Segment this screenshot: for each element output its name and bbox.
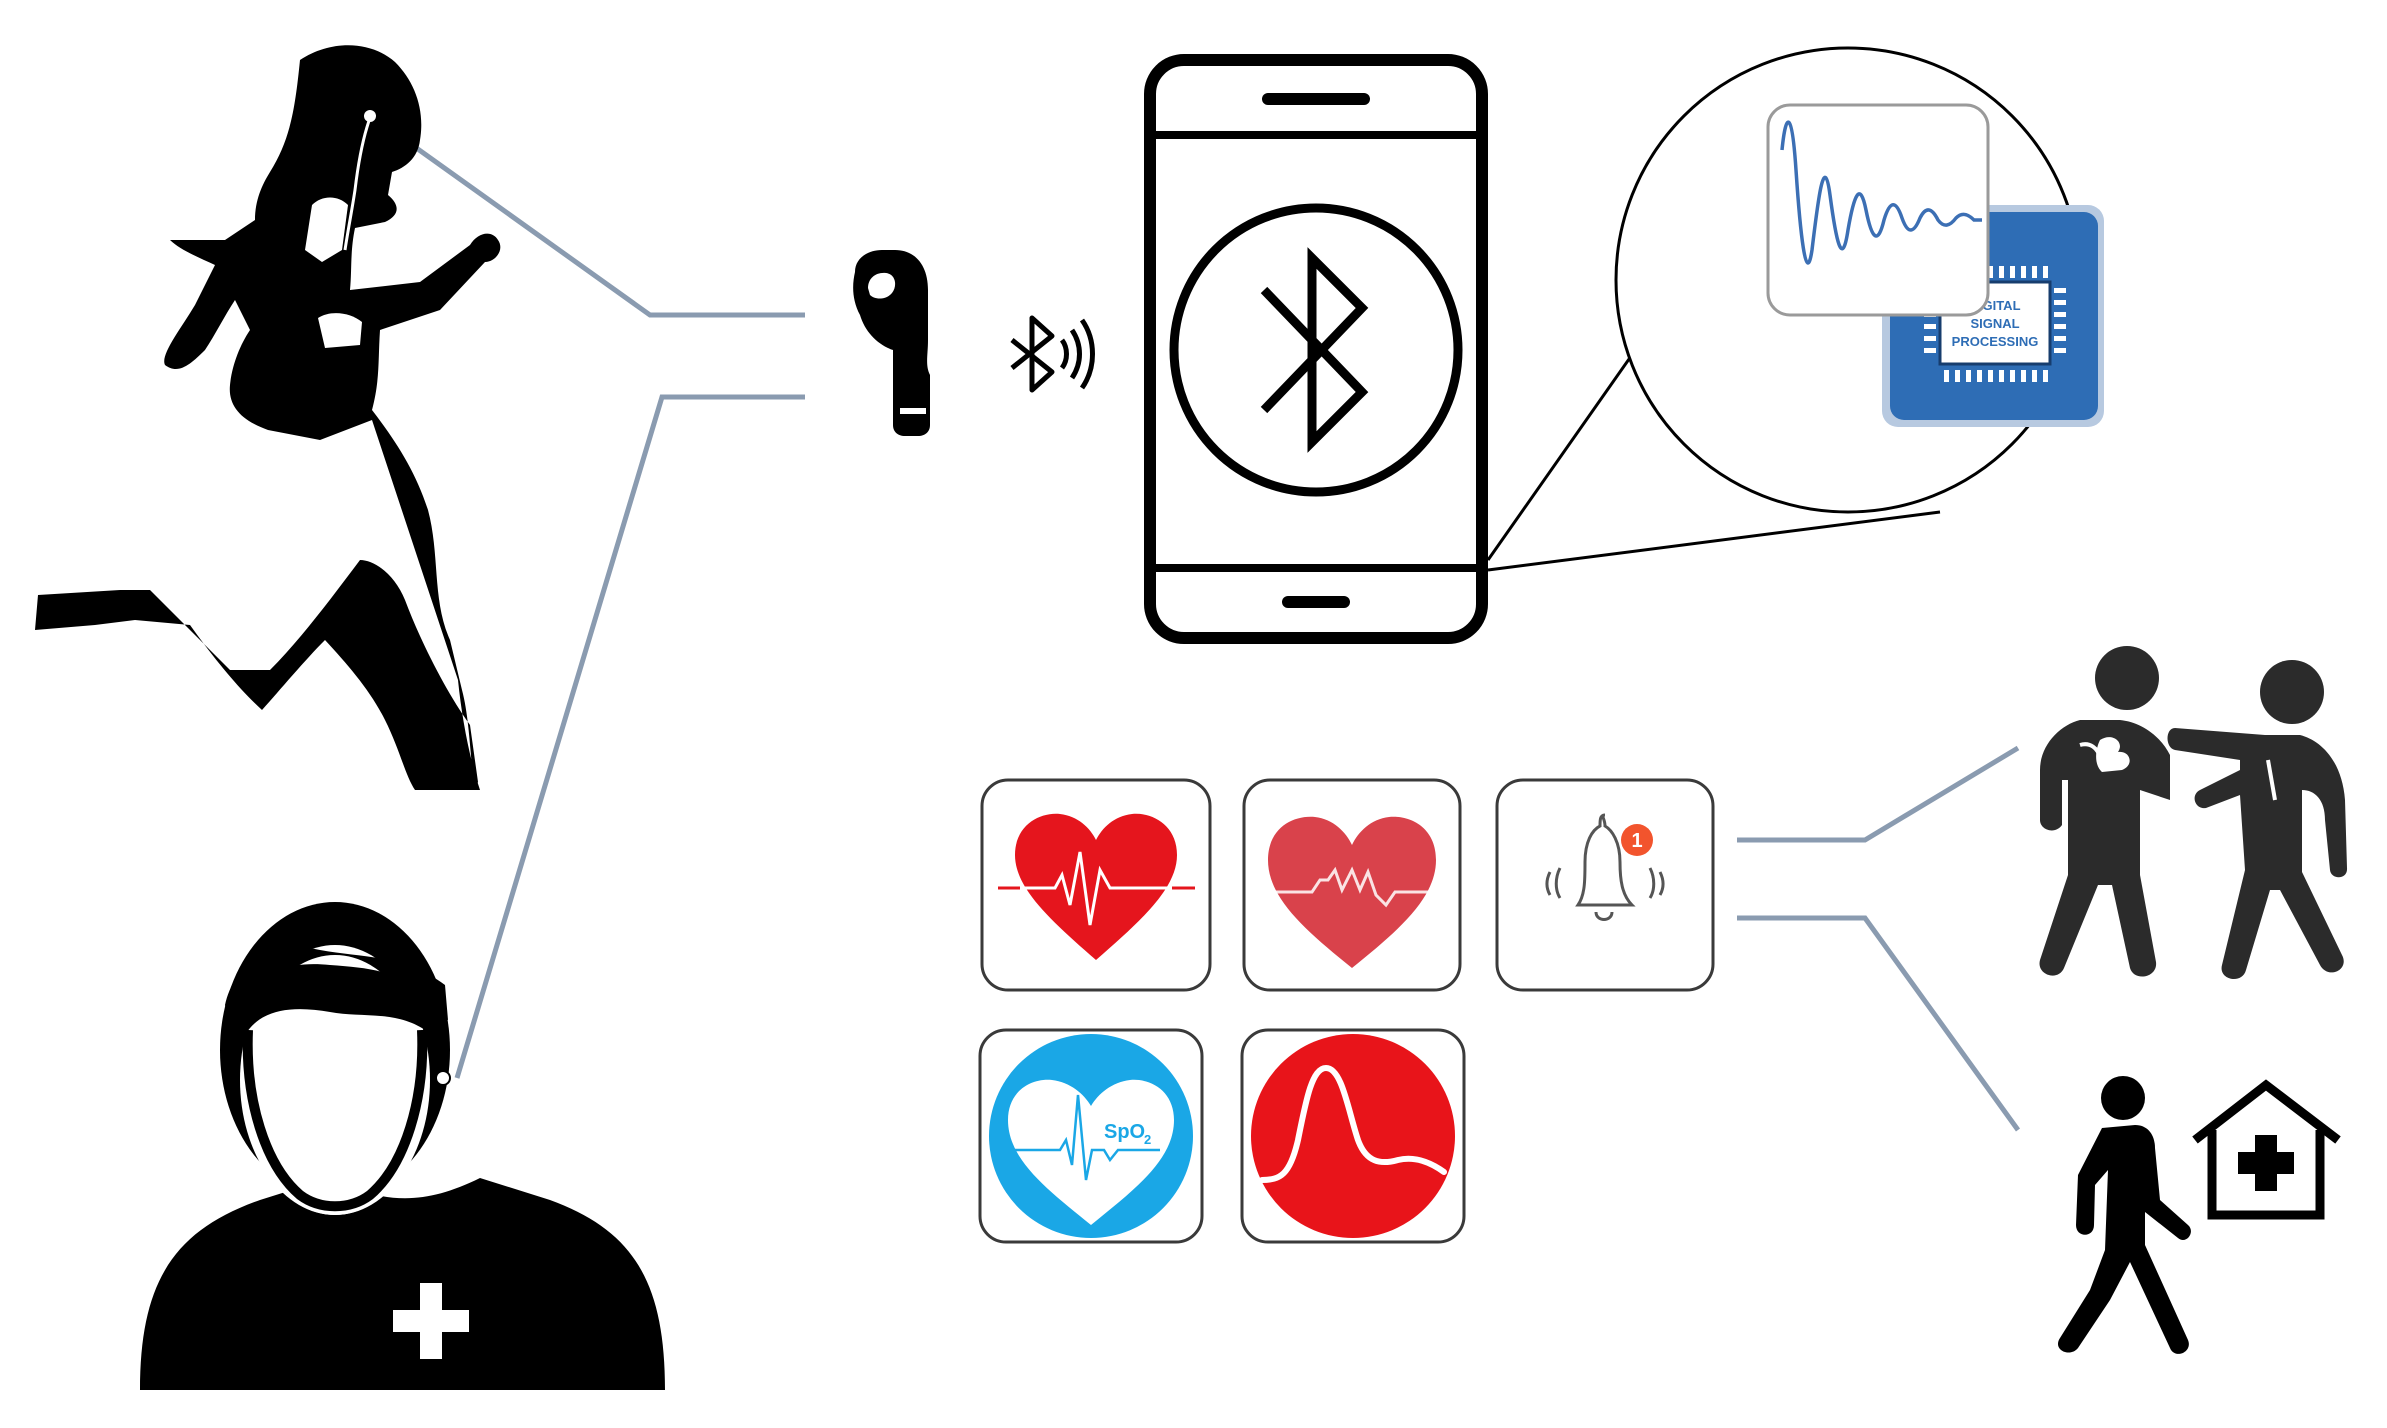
- notification-badge-count: 1: [1631, 830, 1642, 852]
- connector-alert-help: [1737, 745, 2020, 843]
- doctor-icon: [140, 902, 665, 1390]
- connector-alert-hospital: [1737, 915, 2021, 1132]
- dsp-label-line2: SIGNAL: [1970, 316, 2019, 331]
- heart-rhythm-app-icon[interactable]: [1242, 778, 1462, 992]
- ppg-app-icon[interactable]: [1240, 1028, 1466, 1244]
- connector-runner-earbud: [378, 119, 805, 318]
- walk-to-hospital-icon: [2057, 1076, 2341, 1354]
- earbud-icon: [853, 250, 930, 436]
- notification-bell-app-icon[interactable]: 1: [1495, 778, 1715, 992]
- bluetooth-icon: [1169, 203, 1463, 497]
- bluetooth-signal-icon: [1010, 315, 1095, 393]
- spo2-label: SpO: [1104, 1121, 1145, 1143]
- runner-with-earbud-icon: [35, 45, 501, 790]
- heart-rate-app-icon[interactable]: [980, 778, 1212, 992]
- connector-doctor-earbud: [454, 394, 805, 1079]
- dsp-zoom-circle: DIGITAL SIGNAL PROCESSING: [1614, 46, 2104, 514]
- first-aid-help-icon: [2039, 646, 2348, 980]
- connector-lines: [378, 119, 2021, 1132]
- damped-waveform-icon: [1766, 103, 1990, 317]
- smartphone-icon: [1144, 54, 1488, 644]
- spo2-app-icon[interactable]: SpO 2: [978, 1028, 1204, 1244]
- dsp-label-line3: PROCESSING: [1952, 334, 2039, 349]
- spo2-label-subscript: 2: [1144, 1132, 1151, 1147]
